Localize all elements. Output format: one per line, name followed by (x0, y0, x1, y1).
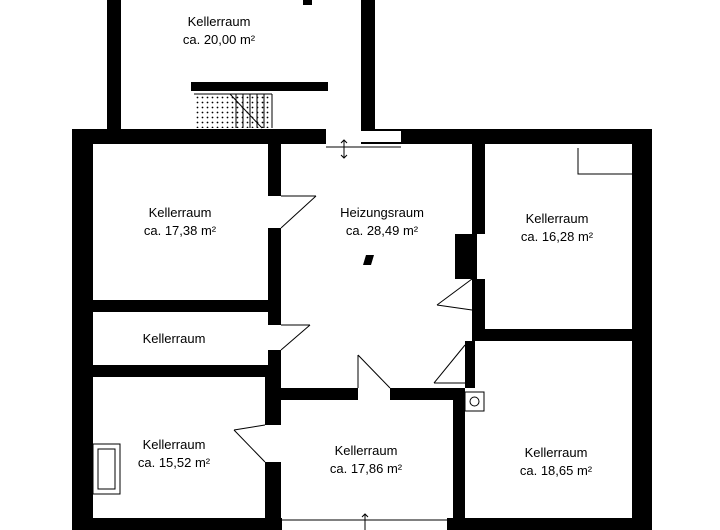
room-name: Heizungsraum (340, 205, 424, 220)
room-name: Kellerraum (142, 331, 206, 346)
chimney-icon (363, 234, 477, 279)
room-area: ca. 18,65 m² (519, 463, 593, 478)
outer-walls (72, 129, 652, 530)
fixtures (92, 148, 632, 495)
interior-walls (93, 144, 632, 518)
arrow-up-down-icon (340, 139, 348, 159)
room-label-keller-left-middle: Kellerraum (109, 330, 239, 348)
room-label-keller-left-upper: Kellerraum ca. 17,38 m² (115, 204, 245, 240)
upper-wing-walls (107, 0, 375, 132)
room-name: Kellerraum (142, 437, 206, 452)
room-area: ca. 16,28 m² (520, 229, 594, 244)
room-name: Kellerraum (148, 205, 212, 220)
room-name: Kellerraum (525, 211, 589, 226)
room-area: ca. 20,00 m² (182, 32, 256, 47)
room-name: Kellerraum (334, 443, 398, 458)
room-area: ca. 15,52 m² (137, 455, 211, 470)
room-area: ca. 17,38 m² (143, 223, 217, 238)
room-label-heizung: Heizungsraum ca. 28,49 m² (317, 204, 447, 240)
room-name: Kellerraum (524, 445, 588, 460)
room-label-keller-center-lower: Kellerraum ca. 17,86 m² (301, 442, 431, 478)
room-area: ca. 17,86 m² (329, 461, 403, 476)
room-label-keller-right-lower: Kellerraum ca. 18,65 m² (491, 444, 621, 480)
room-label-keller-top: Kellerraum ca. 20,00 m² (154, 13, 284, 49)
stair-icon (191, 82, 328, 129)
room-label-keller-left-lower: Kellerraum ca. 15,52 m² (109, 436, 239, 472)
room-name: Kellerraum (187, 14, 251, 29)
room-label-keller-right-upper: Kellerraum ca. 16,28 m² (492, 210, 622, 246)
door-swing-icon (233, 195, 473, 463)
room-area: ca. 28,49 m² (345, 223, 419, 238)
boiler-icon (464, 391, 485, 412)
